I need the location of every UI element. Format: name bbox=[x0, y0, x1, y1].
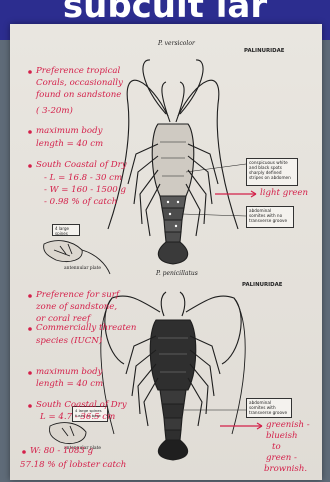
top-heading: subcult lar bbox=[0, 0, 330, 26]
lower-family-label: PALINURIDAE bbox=[242, 282, 282, 288]
notebook-page: P. versicolor PALINURIDAE conspicuous wh… bbox=[10, 24, 322, 480]
upper-note-10: - 0.98 % of catch bbox=[44, 197, 117, 208]
lower-inset-sketch bbox=[49, 423, 86, 444]
lower-note-10: W: 80 - 1083 g bbox=[30, 446, 93, 457]
lower-note-11: 57.18 % of lobster catch bbox=[20, 460, 126, 471]
upper-note-6: length = 40 cm bbox=[36, 139, 103, 150]
upper-note-1: Preference tropical bbox=[36, 66, 120, 77]
lower-species-label: P. penicillatus bbox=[156, 270, 198, 277]
upper-inset-label: 4 large spines bbox=[52, 224, 80, 236]
upper-species-label: P. versicolor bbox=[158, 40, 195, 47]
lower-note-1: Preference for surf bbox=[36, 290, 119, 301]
lower-color-note-4: green - bbox=[266, 453, 297, 464]
upper-note-7: South Coastal of Dry bbox=[36, 160, 127, 171]
upper-note-4: ( 3-20m) bbox=[36, 106, 73, 117]
upper-note-5: maximum body bbox=[36, 126, 102, 137]
lower-lobster-drawing bbox=[101, 292, 246, 460]
lower-color-note-5: brownish. bbox=[264, 464, 307, 475]
lower-note-6: maximum body bbox=[36, 367, 102, 378]
lower-note-2: zone of sandstone, bbox=[36, 302, 117, 313]
lower-label-box-1: abdominal somites with transverse groove bbox=[246, 398, 292, 418]
upper-caption: antennular plate bbox=[64, 266, 101, 271]
upper-note-2: Corals, occasionally bbox=[36, 78, 123, 89]
upper-lobster-drawing bbox=[108, 60, 246, 264]
lower-note-7: length = 40 cm bbox=[36, 379, 103, 390]
note-bullets bbox=[22, 70, 32, 454]
lower-color-note-3: to bbox=[272, 442, 281, 453]
upper-note-8: - L = 16.8 - 30 cm bbox=[44, 173, 122, 184]
upper-label-box-2: abdominal somites with no transverse gro… bbox=[246, 206, 294, 228]
upper-note-3: found on sandstone bbox=[36, 90, 121, 101]
upper-family-label: PALINURIDAE bbox=[244, 48, 284, 54]
upper-color-note: light green bbox=[260, 188, 308, 199]
lower-note-9: L = 4.7 - 36.5 cm bbox=[40, 412, 115, 423]
lower-color-note-2: blueish bbox=[266, 431, 298, 442]
lower-note-4: Commercially threaten bbox=[36, 323, 136, 334]
lower-color-note-1: greenish - bbox=[266, 420, 310, 431]
lower-note-8: South Coastal of Dry bbox=[36, 400, 127, 411]
upper-note-9: - W = 160 - 1500 g bbox=[44, 185, 126, 196]
lower-note-5: species (IUCN) bbox=[36, 336, 102, 347]
upper-label-box-1: conspicuous white and black spots sharpl… bbox=[246, 158, 298, 186]
